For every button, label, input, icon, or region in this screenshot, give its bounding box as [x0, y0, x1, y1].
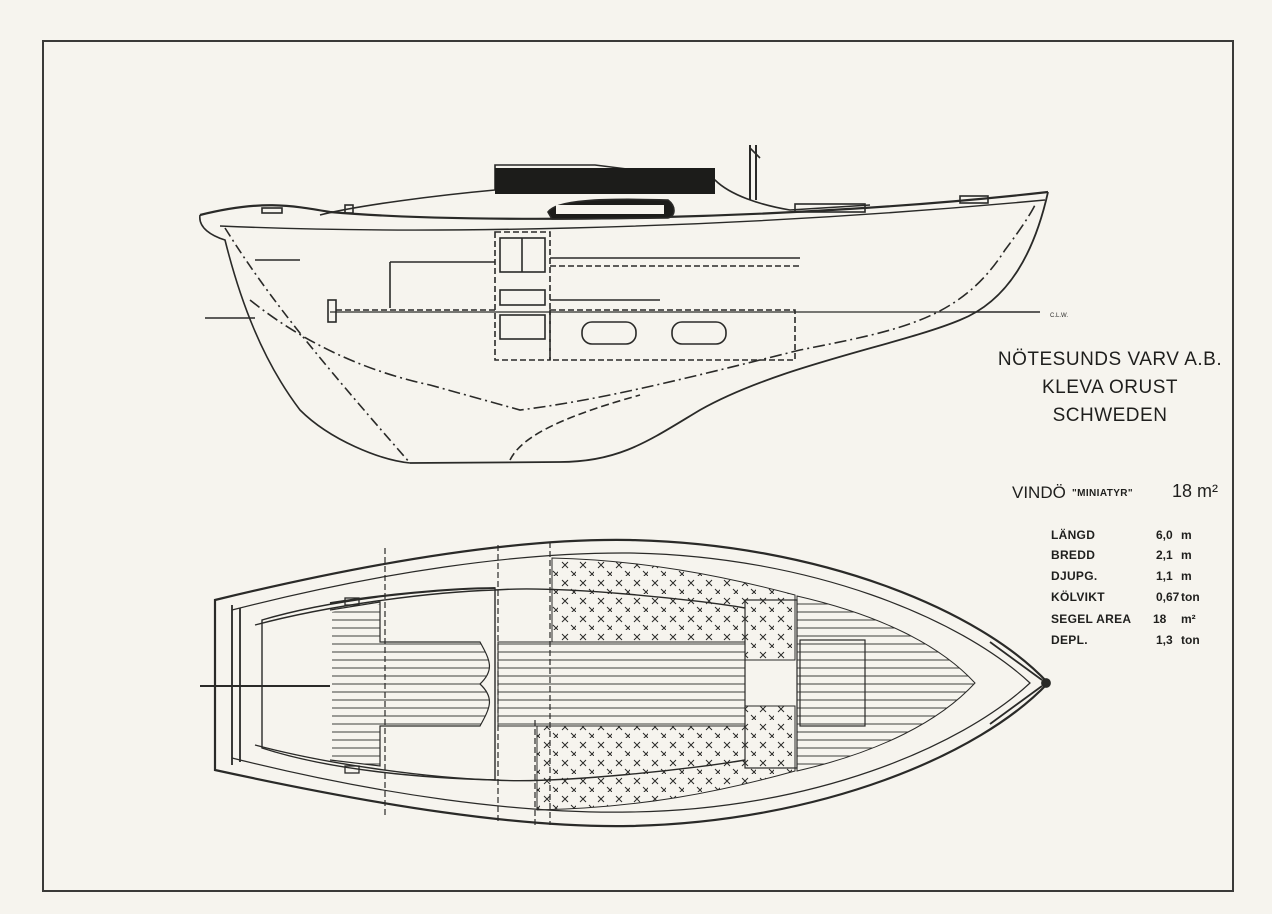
spec-value: 0,67	[1156, 590, 1180, 604]
galley-cabinet	[494, 231, 551, 361]
foredeck-hatching	[796, 595, 976, 772]
settee	[549, 309, 796, 361]
stern-outline	[199, 214, 411, 464]
builder-location: KLEVA ORUST	[1041, 377, 1179, 398]
hull-inner-line	[249, 204, 1036, 411]
spec-name: DEPL.	[1051, 633, 1088, 647]
cabin-sole	[497, 641, 746, 727]
spec-name: LÄNGD	[1051, 528, 1096, 542]
spec-name: KÖLVIKT	[1051, 590, 1105, 604]
spec-unit: ton	[1181, 633, 1200, 647]
spec-name: SEGEL AREA	[1051, 612, 1132, 626]
spec-value: 1,1	[1156, 569, 1173, 583]
berth-starboard	[536, 705, 796, 811]
sheer-line	[199, 190, 1049, 220]
spec-value: 6,0	[1156, 528, 1173, 542]
builder-country: SCHWEDEN	[1052, 405, 1168, 426]
model-name: VINDÖ	[1012, 483, 1066, 502]
cockpit-floor	[332, 604, 490, 766]
builder-name: NÖTESUNDS VARV A.B.	[997, 349, 1223, 370]
spec-unit: m	[1181, 548, 1192, 562]
waterline-label: C.L.W.	[1050, 313, 1068, 319]
drawing-border	[42, 40, 1234, 892]
spec-value: 2,1	[1156, 548, 1173, 562]
cabin-roof	[495, 168, 715, 194]
keel-outline	[409, 191, 1049, 464]
spec-unit: ton	[1181, 590, 1200, 604]
spec-unit: m	[1181, 528, 1192, 542]
model-variant: "MINIATYR"	[1072, 488, 1134, 499]
berth-port	[551, 557, 796, 661]
spec-value: 18	[1153, 612, 1167, 626]
spec-value: 1,3	[1156, 633, 1173, 647]
spec-name: BREDD	[1051, 548, 1096, 562]
spec-name: DJUPG.	[1051, 569, 1098, 583]
model-sail-size: 18 m²	[1172, 481, 1219, 501]
spec-unit: m²	[1181, 612, 1196, 626]
spec-unit: m	[1181, 569, 1192, 583]
